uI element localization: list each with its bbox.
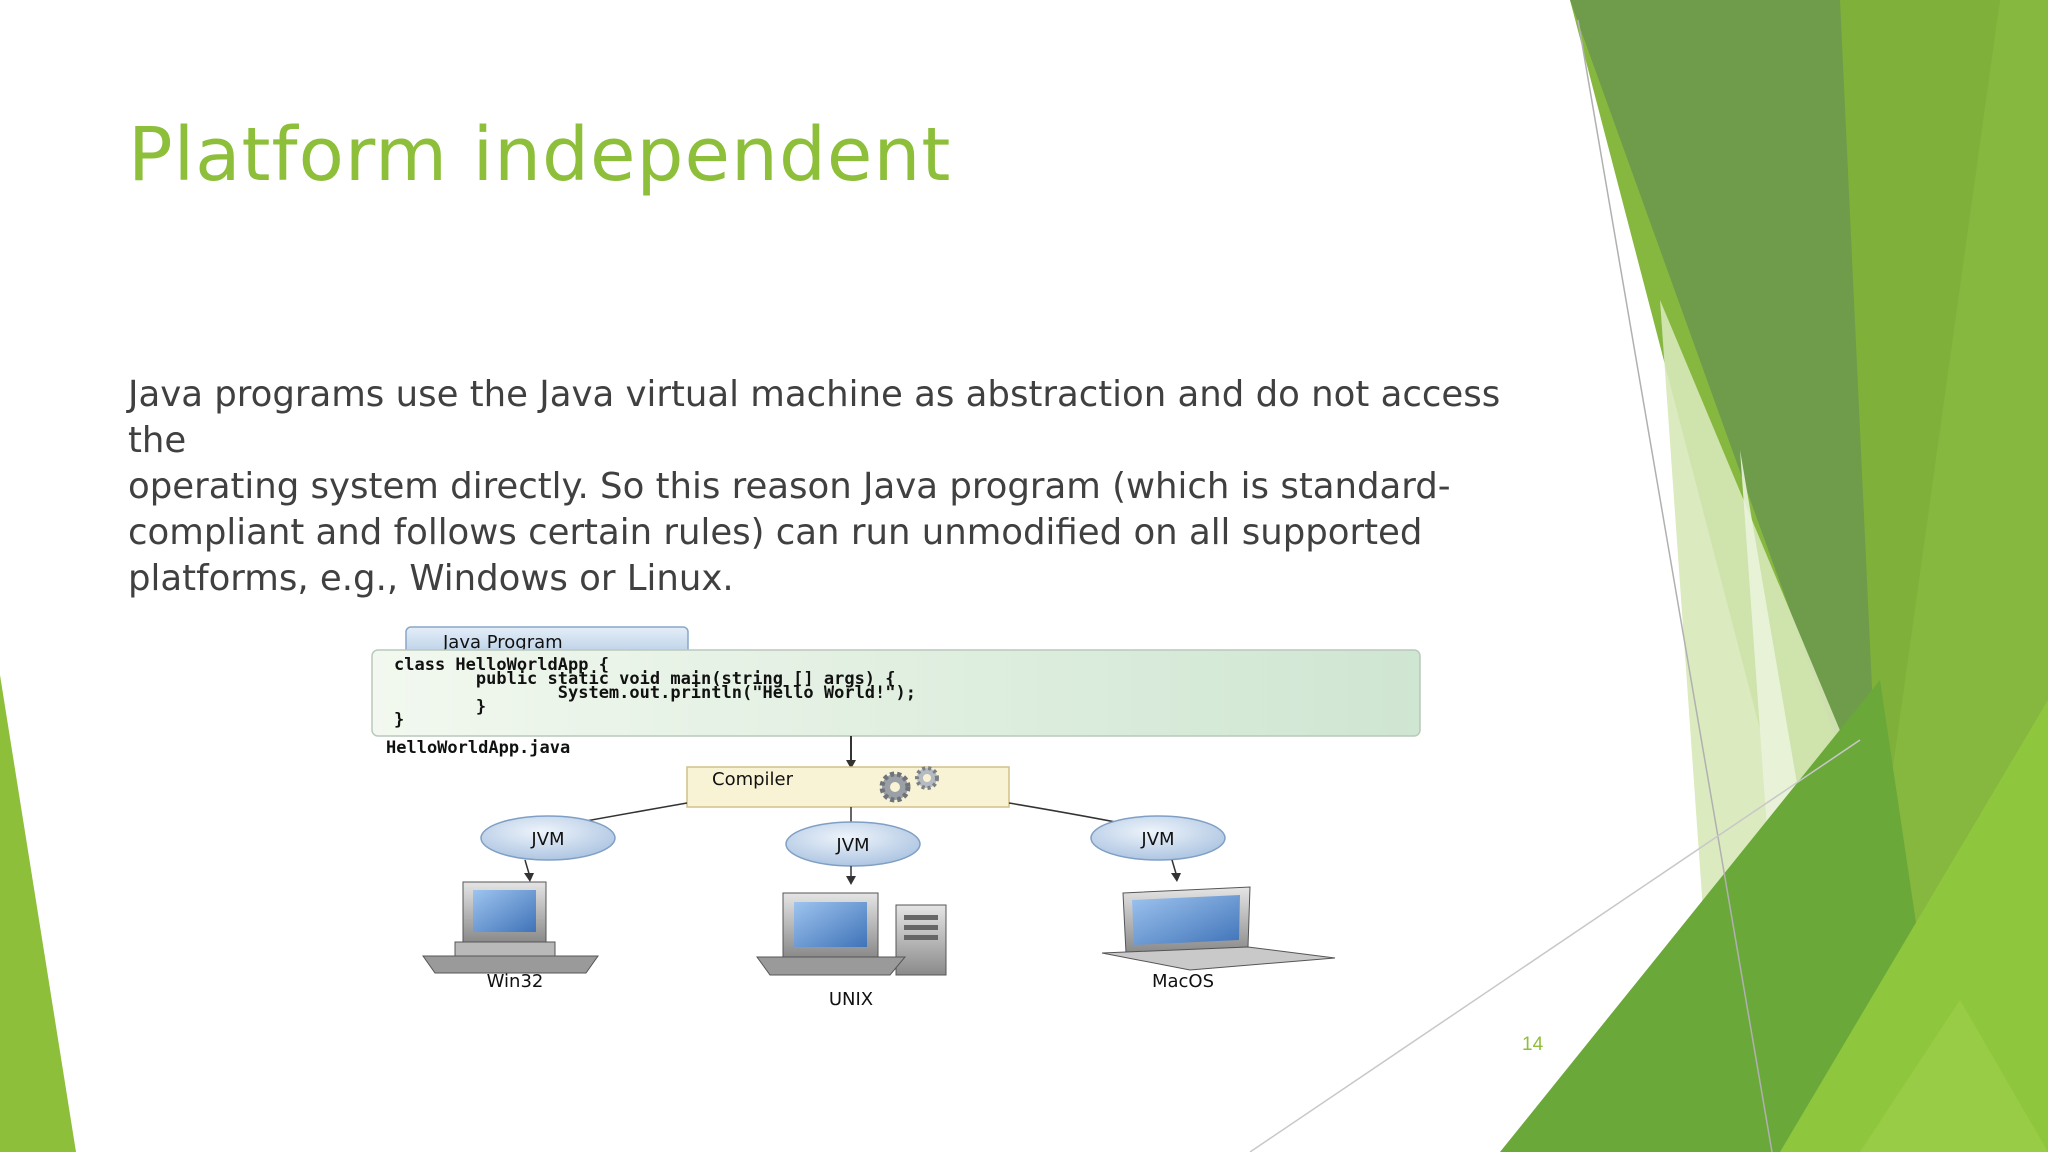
jvm-node-macos: JVM [1090,815,1226,861]
win32-computer-icon [422,881,599,974]
compiler-label: Compiler [712,769,794,790]
page-number: 14 [1522,1034,1544,1055]
source-file-name: HelloWorldApp.java [386,738,570,758]
arrowhead-macos [1171,873,1181,882]
jvm-node-win32: JVM [480,815,616,861]
slide-title: Platform independent [128,112,952,198]
arrowhead-unix [846,876,856,885]
body-line: operating system directly. So this reaso… [128,466,1451,507]
code-line: class HelloWorldApp { [394,655,609,675]
left-accent-triangle [0,675,76,1152]
compiler-box: Compiler [686,766,1010,808]
thin-line-diagonal [1249,739,1861,1152]
platform-label-macos: MacOS [1152,971,1214,992]
platform-label-win32: Win32 [487,971,544,992]
bottom-facet-light [1860,1000,2048,1152]
arrowhead-compiler [846,760,856,769]
java-program-label: Java Program [442,632,563,653]
jvm-label: JVM [835,835,869,856]
platform-label-unix: UNIX [829,989,873,1010]
body-line: compliant and follows certain rules) can… [128,512,1423,553]
right-facet-mid [1840,0,2000,860]
jvm-node-unix: JVM [785,821,921,867]
jvm-diagram: Java Program class HelloWorldApp { publi… [371,626,1421,1010]
slide-body: Java programs use the Java virtual machi… [128,372,1548,602]
thin-line-vertical [1577,19,1773,1152]
jvm-label: JVM [530,829,564,850]
jvm-label: JVM [1140,829,1174,850]
gears-icon [879,766,939,803]
code-box: class HelloWorldApp { public static void… [371,649,1421,737]
code-line: } [394,697,486,717]
macos-laptop-icon [1101,886,1336,971]
code-line: System.out.println("Hello World!"); [394,683,916,703]
bottom-facet-dark [1500,680,1950,1152]
body-line: platforms, e.g., Windows or Linux. [128,558,734,599]
code-line: } [394,710,404,730]
arrowhead-win32 [524,873,534,882]
unix-workstation-icon [756,892,947,976]
body-line: Java programs use the Java virtual machi… [128,374,1501,461]
code-line: public static void main(string [] args) … [394,669,896,689]
